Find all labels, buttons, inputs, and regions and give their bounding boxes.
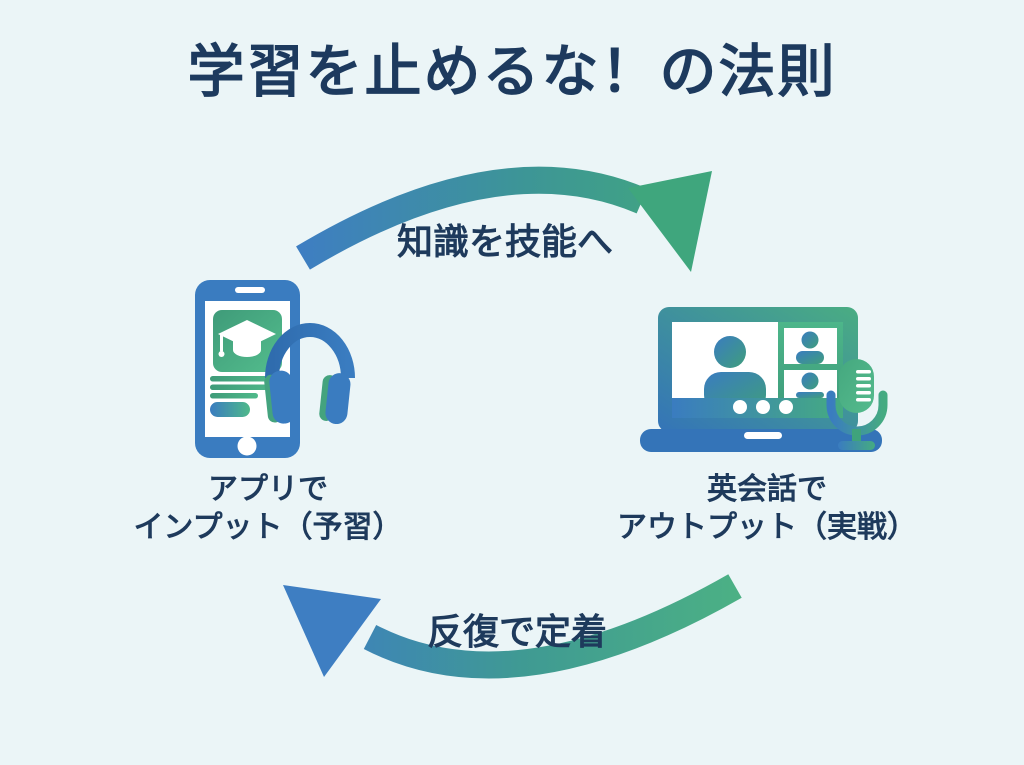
smartphone-with-headphones-icon bbox=[180, 272, 380, 472]
top-arrow-label: 知識を技能へ bbox=[396, 221, 613, 262]
laptop-icon bbox=[640, 307, 882, 452]
left-node-caption-line2: インプット（予習） bbox=[133, 511, 403, 544]
bottom-arrow bbox=[283, 574, 742, 679]
video-call-participant-icon bbox=[796, 372, 824, 398]
laptop-videocall-with-microphone-icon bbox=[632, 300, 894, 472]
headphones-icon bbox=[264, 323, 355, 425]
right-node-caption-line2: アウトプット（実戦） bbox=[617, 511, 917, 544]
smartphone-icon bbox=[195, 280, 300, 458]
right-node-caption-line1: 英会話で bbox=[707, 473, 827, 506]
top-arrow bbox=[296, 166, 712, 272]
right-node-caption: 英会話で アウトプット（実戦） bbox=[597, 471, 937, 547]
page-title: 学習を止めるな！の法則 bbox=[187, 40, 837, 104]
left-node-caption-line1: アプリで bbox=[208, 473, 328, 506]
microphone-icon bbox=[826, 359, 888, 450]
left-node-caption: アプリで インプット（予習） bbox=[118, 471, 418, 547]
bottom-arrow-label: 反復で定着 bbox=[426, 611, 607, 652]
video-call-participant-icon bbox=[796, 331, 824, 364]
graduation-cap-icon bbox=[213, 310, 282, 372]
